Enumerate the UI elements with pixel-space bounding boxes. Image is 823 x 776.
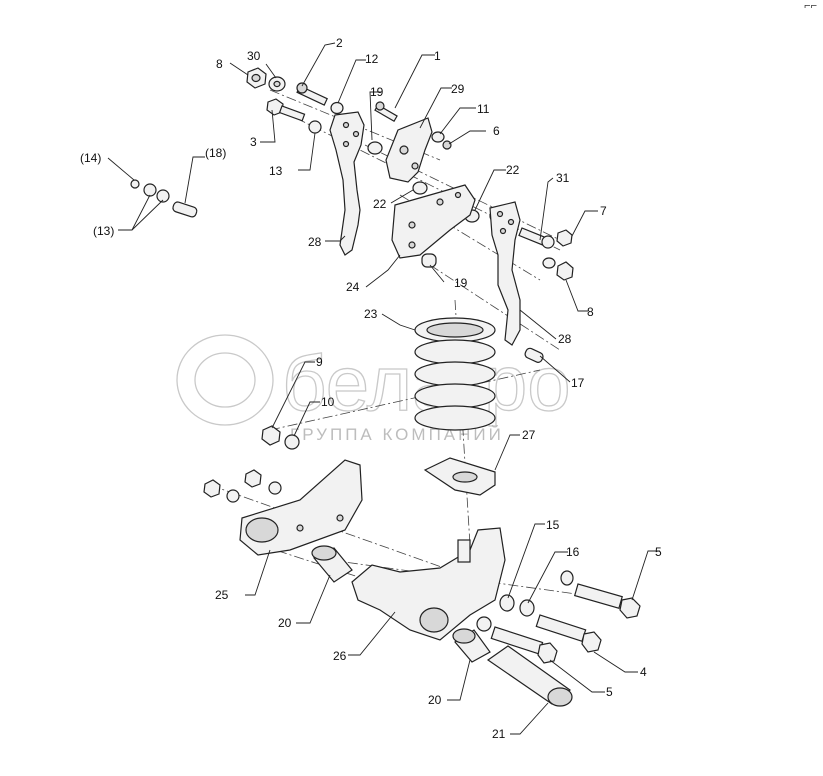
bracket-28-right (489, 201, 521, 346)
callout-10: 10 (321, 395, 335, 409)
callout-27: 27 (522, 428, 536, 442)
callout-31: 31 (556, 171, 570, 185)
spacer-22-left (412, 181, 428, 195)
washer-12 (330, 101, 344, 115)
nuts-washers-lower-left (203, 469, 282, 503)
washer-15 (499, 594, 515, 612)
callout-18-paren: (18) (205, 146, 226, 160)
bolt-4 (535, 614, 602, 653)
nut-7 (556, 229, 573, 247)
callout-28-right: 28 (558, 332, 572, 346)
callout-25: 25 (215, 588, 229, 602)
bushing-20-upper (311, 545, 353, 583)
plate-24 (391, 184, 476, 259)
small-parts-left (130, 179, 198, 218)
washer-11 (431, 131, 445, 143)
callout-30: 30 (247, 49, 261, 63)
callout-26: 26 (333, 649, 347, 663)
washer-lower (476, 616, 492, 632)
callout-5-lower: 5 (606, 685, 613, 699)
callout-6: 6 (493, 124, 500, 138)
callout-14-paren: (14) (80, 151, 101, 165)
callout-29: 29 (451, 82, 465, 96)
spring-seat-27 (423, 457, 496, 496)
washer-16 (519, 599, 535, 617)
bolt-5-lower (490, 626, 558, 664)
callout-11: 11 (477, 102, 490, 116)
nut-8-right (556, 261, 574, 281)
callout-8-top: 8 (216, 57, 223, 71)
bolt-31 (518, 227, 555, 249)
spacer-19-bottom (421, 253, 437, 268)
callout-23: 23 (364, 307, 378, 321)
callout-2: 2 (336, 36, 343, 50)
callout-17: 17 (571, 376, 585, 390)
bolt-1 (374, 101, 398, 123)
spacer-19-top (367, 141, 383, 155)
callout-1: 1 (434, 49, 441, 63)
bolt-2 (296, 82, 328, 106)
callout-20-lower: 20 (428, 693, 442, 707)
callout-labels: 8 30 2 12 1 19 29 11 6 3 13 (14) (13) (1… (80, 36, 662, 741)
spring-23 (414, 317, 496, 431)
callout-19-top: 19 (370, 85, 384, 99)
washer-30 (268, 76, 286, 92)
callout-13-paren: (13) (93, 224, 114, 238)
nut-8-top (246, 67, 267, 89)
callout-16: 16 (566, 545, 580, 559)
watermark: белагро ГРУППА КОМПАНИЙ (176, 334, 571, 444)
callout-9: 9 (316, 355, 323, 369)
nut-6 (442, 140, 452, 150)
callout-7: 7 (600, 204, 607, 218)
callout-22-right: 22 (506, 163, 520, 177)
nut-3 (266, 98, 306, 122)
callout-4: 4 (640, 665, 647, 679)
pin-17 (524, 347, 544, 363)
washer-right (560, 570, 574, 586)
washer-10 (284, 434, 300, 450)
nut-9 (261, 425, 281, 446)
callout-20-upper: 20 (278, 616, 292, 630)
bolt-5-upper (573, 583, 641, 619)
washer-right-lower (542, 257, 556, 269)
callout-13: 13 (269, 164, 283, 178)
callout-12: 12 (365, 52, 379, 66)
callout-5-upper: 5 (655, 545, 662, 559)
bushing-20-lower (452, 628, 491, 663)
callout-21: 21 (492, 727, 506, 741)
callout-15: 15 (546, 518, 560, 532)
callout-19-bottom: 19 (454, 276, 468, 290)
callout-3: 3 (250, 135, 257, 149)
callout-22-left: 22 (373, 197, 387, 211)
callout-24: 24 (346, 280, 360, 294)
plate-29 (385, 117, 433, 183)
leader-lines (107, 42, 660, 735)
corner-mark: ⌐⌐ (804, 0, 817, 12)
arm-25 (239, 459, 363, 556)
washer-13 (308, 120, 322, 134)
callout-8-right: 8 (587, 305, 594, 319)
shaft-21 (486, 645, 573, 707)
bracket-28-left (329, 111, 365, 256)
body-26 (351, 527, 506, 641)
callout-28-left: 28 (308, 235, 322, 249)
